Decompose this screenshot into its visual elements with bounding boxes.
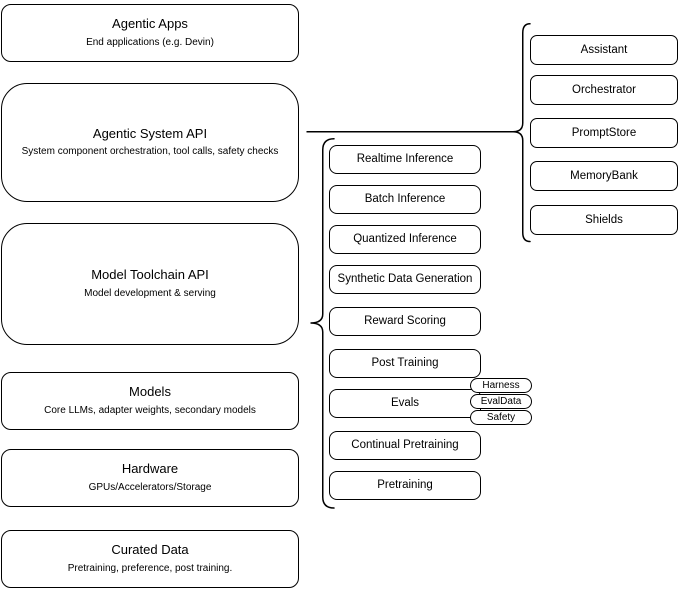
node-promptstore: PromptStore (530, 118, 678, 148)
node-title: Model Toolchain API (91, 267, 209, 283)
node-agentic-system-api: Agentic System API System component orch… (1, 83, 299, 202)
node-title: Agentic System API (92, 125, 208, 141)
node-label: Assistant (580, 43, 628, 56)
node-realtime-inference: Realtime Inference (329, 145, 481, 174)
tag-harness: Harness (470, 378, 532, 393)
node-label: Realtime Inference (356, 153, 454, 166)
node-hardware: Hardware GPUs/Accelerators/Storage (1, 449, 299, 507)
node-title: Hardware (121, 461, 179, 477)
node-shields: Shields (530, 205, 678, 235)
node-label: Orchestrator (572, 83, 636, 96)
node-label: Batch Inference (364, 193, 446, 206)
node-subtitle: Core LLMs, adapter weights, secondary mo… (44, 404, 256, 416)
node-subtitle: End applications (e.g. Devin) (86, 36, 214, 48)
node-batch-inference: Batch Inference (329, 185, 481, 214)
node-evals: Evals (329, 389, 481, 418)
node-title: Curated Data (111, 542, 189, 558)
node-label: Pretraining (377, 479, 433, 492)
node-label: Synthetic Data Generation (337, 273, 473, 286)
tag-safety: Safety (470, 410, 532, 425)
tag-label: Safety (486, 411, 516, 423)
node-subtitle: Model development & serving (84, 287, 216, 299)
node-label: Shields (585, 213, 623, 226)
node-title: Agentic Apps (112, 16, 188, 32)
node-reward-scoring: Reward Scoring (329, 307, 481, 336)
node-agentic-apps: Agentic Apps End applications (e.g. Devi… (1, 4, 299, 62)
node-subtitle: System component orchestration, tool cal… (21, 146, 279, 158)
node-label: Evals (390, 397, 420, 410)
node-label: MemoryBank (570, 169, 638, 182)
node-subtitle: GPUs/Accelerators/Storage (88, 481, 212, 493)
node-label: PromptStore (571, 126, 637, 139)
tag-label: Harness (482, 379, 520, 391)
node-label: Quantized Inference (353, 233, 457, 246)
node-continual-pretraining: Continual Pretraining (329, 431, 481, 460)
node-curated-data: Curated Data Pretraining, preference, po… (1, 530, 299, 588)
components-brace (512, 23, 531, 243)
tag-label: EvalData (480, 395, 522, 407)
node-label: Reward Scoring (364, 315, 446, 328)
node-memorybank: MemoryBank (530, 161, 678, 191)
node-label: Post Training (371, 357, 439, 370)
node-models: Models Core LLMs, adapter weights, secon… (1, 372, 299, 430)
node-subtitle: Pretraining, preference, post training. (67, 562, 233, 574)
node-orchestrator: Orchestrator (530, 75, 678, 105)
node-pretraining: Pretraining (329, 471, 481, 500)
tag-evaldata: EvalData (470, 394, 532, 409)
node-label: Continual Pretraining (351, 439, 459, 452)
toolchain-brace (310, 138, 335, 509)
node-title: Models (129, 384, 171, 400)
node-model-toolchain-api: Model Toolchain API Model development & … (1, 223, 299, 345)
node-post-training: Post Training (329, 349, 481, 378)
node-synthetic-data-generation: Synthetic Data Generation (329, 265, 481, 294)
node-assistant: Assistant (530, 35, 678, 65)
node-quantized-inference: Quantized Inference (329, 225, 481, 254)
